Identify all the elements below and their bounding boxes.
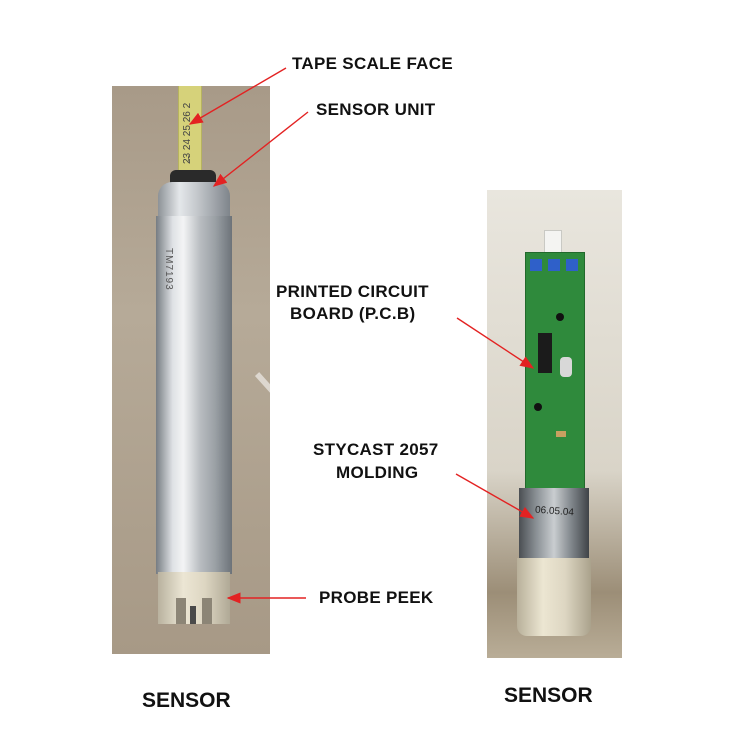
arrow-pcb — [456, 317, 535, 369]
label-stycast-line1: STYCAST 2057 — [313, 440, 439, 459]
steel-sleeve: 06.05.04 — [519, 488, 589, 560]
probe-peek — [158, 572, 230, 624]
caption-right: SENSOR — [504, 684, 593, 707]
label-pcb-line1: PRINTED CIRCUIT — [276, 282, 429, 301]
tape-scale: 2̶3 24 25 26 2 — [178, 86, 202, 176]
arrow-sensor-unit — [212, 111, 309, 187]
steel-body: TM7193 — [156, 216, 232, 574]
arrow-tape-scale — [188, 67, 287, 125]
label-pcb-line2: BOARD (P.C.B) — [290, 304, 416, 323]
sensor-collar — [158, 182, 230, 218]
label-sensor-unit: SENSOR UNIT — [316, 100, 436, 119]
label-probe-peek: PROBE PEEK — [319, 588, 434, 607]
left-sensor-photo: 2̶3 24 25 26 2 TM7193 — [112, 86, 270, 654]
label-stycast-line2: MOLDING — [336, 463, 419, 482]
peek-base — [517, 558, 591, 636]
label-tape-scale-face: TAPE SCALE FACE — [292, 54, 453, 73]
pcb-board — [525, 252, 585, 492]
sensor-cap — [170, 170, 216, 184]
right-sensor-photo: 06.05.04 — [487, 190, 622, 658]
arrow-stycast — [455, 473, 535, 519]
caption-left: SENSOR — [142, 689, 231, 712]
